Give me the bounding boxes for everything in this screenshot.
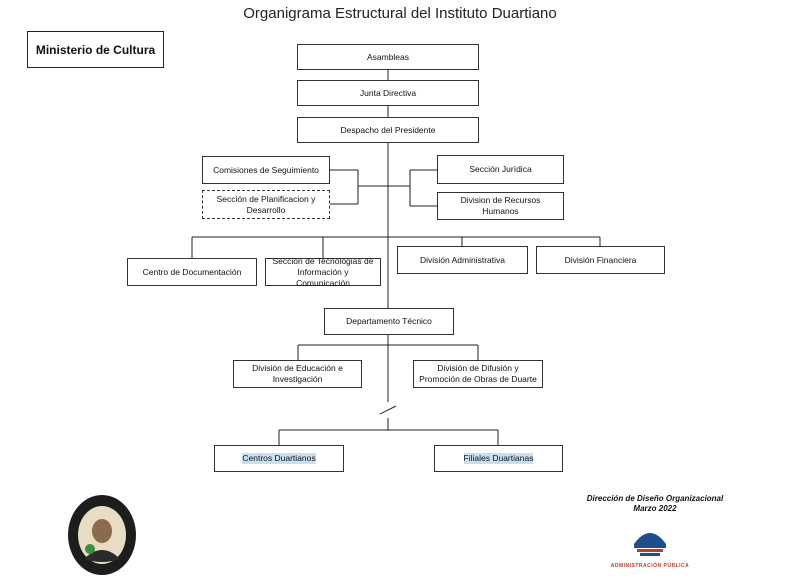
box-division-financiera: División Financiera bbox=[536, 246, 665, 274]
box-division-difusion: División de Difusión y Promoción de Obra… bbox=[413, 360, 543, 388]
administracion-publica-logo: ADMINISTRACIÓN PÚBLICA bbox=[610, 520, 690, 569]
footer-line-fecha: Marzo 2022 bbox=[633, 504, 677, 513]
box-filiales-duartianas: Filiales Duartianas bbox=[434, 445, 563, 472]
box-seccion-tecnologias: Sección de Tecnologias de Información y … bbox=[265, 256, 381, 288]
box-departamento-tecnico: Departamento Técnico bbox=[324, 308, 454, 335]
label-filiales-duartianas: Filiales Duartianas bbox=[463, 453, 534, 464]
box-division-educacion: División de Educación e Investigación bbox=[233, 360, 362, 388]
label-centros-duartianos: Centros Duartianos bbox=[242, 453, 316, 464]
map-emblem-icon bbox=[634, 533, 666, 556]
instituto-duartiano-seal bbox=[68, 495, 136, 575]
footer-line-direccion: Dirección de Diseño Organizacional bbox=[586, 494, 724, 503]
ministry-box: Ministerio de Cultura bbox=[27, 31, 164, 68]
map-caption: ADMINISTRACIÓN PÚBLICA bbox=[610, 563, 690, 569]
box-seccion-planificacion: Sección de Planificacion y Desarrollo bbox=[202, 190, 330, 219]
box-centro-documentacion: Centro de Documentación bbox=[127, 258, 257, 286]
footer-credits: Dirección de Diseño Organizacional Marzo… bbox=[560, 494, 750, 514]
box-division-administrativa: División Administrativa bbox=[397, 246, 528, 274]
box-centros-duartianos: Centros Duartianos bbox=[214, 445, 344, 472]
box-seccion-juridica: Sección Jurídica bbox=[437, 155, 564, 184]
box-comisiones-seguimiento: Comisiones de Seguimiento bbox=[202, 156, 330, 184]
box-recursos-humanos: Division de Recursos Humanos bbox=[437, 192, 564, 220]
box-despacho-presidente: Despacho del Presidente bbox=[297, 117, 479, 143]
box-asambleas: Asambleas bbox=[297, 44, 479, 70]
box-junta-directiva: Junta Directiva bbox=[297, 80, 479, 106]
page-title: Organigrama Estructural del Instituto Du… bbox=[243, 5, 557, 22]
